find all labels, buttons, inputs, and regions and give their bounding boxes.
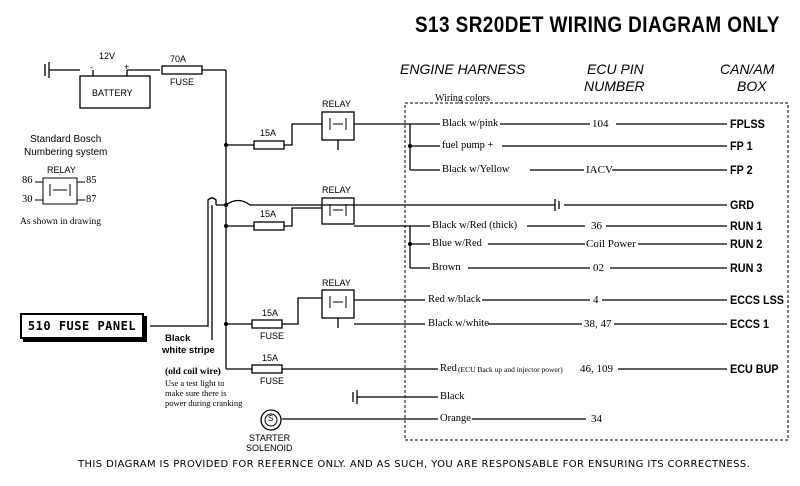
old-coil-line3: make sure there is	[165, 388, 227, 398]
wire-label-5: Black w/Red (thick)	[432, 220, 518, 231]
wire-label-12: Orange	[440, 413, 471, 424]
battery-voltage: 12V	[99, 51, 116, 61]
fuse-4-label: FUSE	[260, 376, 285, 386]
legend-pin-86: 86	[22, 175, 33, 186]
fuse-4-rating: 15A	[262, 353, 279, 363]
starter-line2: SOLENOID	[246, 443, 293, 453]
pin-10: 46, 109	[580, 363, 613, 375]
battery-minus: -	[90, 62, 93, 72]
fuse-panel-box: 510 FUSE PANEL	[20, 313, 144, 339]
header-box: BOX	[737, 78, 767, 94]
relay-2-label: RELAY	[322, 185, 351, 195]
fuse-3-rating: 15A	[262, 308, 279, 318]
pin-8: 4	[593, 294, 599, 306]
legend-pin-30: 30	[22, 194, 33, 205]
wire-label-6: Blue w/Red	[432, 238, 482, 249]
relay-1-label: RELAY	[322, 99, 351, 109]
wire-label-8: Red w/black	[428, 294, 481, 305]
header-ecu-pin: ECU PIN	[587, 61, 644, 77]
header-ecu-number: NUMBER	[584, 78, 645, 94]
out-5: RUN 1	[730, 219, 763, 233]
pin-3: IACV	[586, 164, 613, 176]
wire-label-10: Red	[440, 363, 457, 374]
header-canam: CAN/AM	[720, 61, 775, 77]
main-fuse-label: FUSE	[170, 77, 195, 87]
out-3: FP 2	[730, 163, 753, 177]
relay-2-symbol	[321, 197, 355, 225]
starter-symbol: S	[268, 414, 274, 423]
wire-label-9: Black w/white	[428, 318, 489, 329]
fuse-panel-wire-line2: white stripe	[162, 345, 215, 356]
fuse-4-symbol	[251, 364, 283, 374]
wire-label-1: Black w/pink	[442, 118, 499, 129]
fuse-3-label: FUSE	[260, 331, 285, 341]
starter-line1: STARTER	[249, 433, 291, 443]
diagram-title: S13 SR20DET WIRING DIAGRAM ONLY	[415, 12, 780, 37]
battery-label: BATTERY	[92, 88, 133, 98]
wire-label-7: Brown	[432, 262, 461, 273]
legend-pin-85: 85	[86, 175, 97, 186]
black-ground-symbol	[352, 390, 358, 404]
out-6: RUN 2	[730, 237, 763, 251]
fuse-1-symbol	[253, 140, 285, 150]
wiring-colors-label: Wiring colors	[435, 93, 490, 104]
fuse-2-rating: 15A	[260, 209, 277, 219]
wire-note-10: (ECU Back up and injector power)	[458, 365, 563, 374]
pin-12: 34	[591, 413, 602, 425]
fuse-panel-wire-line1: Black	[165, 333, 191, 344]
footer-disclaimer: THIS DIAGRAM IS PROVIDED FOR REFERNCE ON…	[78, 459, 751, 470]
pin-7: 02	[593, 262, 604, 274]
old-coil-line4: power during cranking	[165, 398, 243, 408]
pin-1: 104	[592, 118, 609, 130]
out-4: GRD	[730, 198, 755, 212]
wire-label-11: Black	[440, 391, 465, 402]
pin-5: 36	[591, 220, 602, 232]
fuse-1-rating: 15A	[260, 128, 277, 138]
battery-ground-symbol	[44, 62, 80, 78]
legend-title-line2: Numbering system	[24, 146, 108, 158]
relay-3-symbol	[321, 289, 355, 319]
pin-9: 38, 47	[584, 318, 612, 330]
out-7: RUN 3	[730, 261, 763, 275]
legend-title-line1: Standard Bosch	[30, 134, 102, 145]
relay-3-label: RELAY	[322, 278, 351, 288]
fuse-2-symbol	[253, 221, 285, 231]
canam-box-outline	[404, 102, 789, 441]
fuse-3-symbol	[251, 319, 283, 329]
grd-ground-symbol	[554, 199, 560, 211]
out-10: ECU BUP	[730, 362, 779, 376]
legend-relay-label: RELAY	[47, 165, 76, 175]
legend-note: As shown in drawing	[20, 217, 102, 227]
main-fuse-rating: 70A	[170, 54, 187, 64]
out-2: FP 1	[730, 139, 753, 153]
fuse-panel-label: 510 FUSE PANEL	[27, 319, 137, 333]
battery-plus: +	[124, 62, 130, 72]
out-8: ECCS LSS	[730, 293, 785, 307]
legend-pin-87: 87	[86, 194, 97, 205]
out-1: FPLSS	[730, 117, 765, 131]
old-coil-line2: Use a test light to	[165, 378, 225, 388]
battery-symbol	[79, 75, 151, 109]
legend-title: Standard Bosch Numbering system	[24, 134, 107, 159]
main-fuse-symbol	[161, 65, 203, 75]
pin-6: Coil Power	[586, 238, 636, 250]
wire-label-3: Black w/Yellow	[442, 164, 510, 175]
relay-1-symbol	[321, 111, 355, 141]
out-9: ECCS 1	[730, 317, 770, 331]
old-coil-line1: (old coil wire)	[165, 367, 221, 377]
header-engine-harness: ENGINE HARNESS	[400, 61, 526, 77]
wire-label-2: fuel pump +	[442, 140, 494, 151]
starter-solenoid-symbol	[260, 409, 282, 431]
